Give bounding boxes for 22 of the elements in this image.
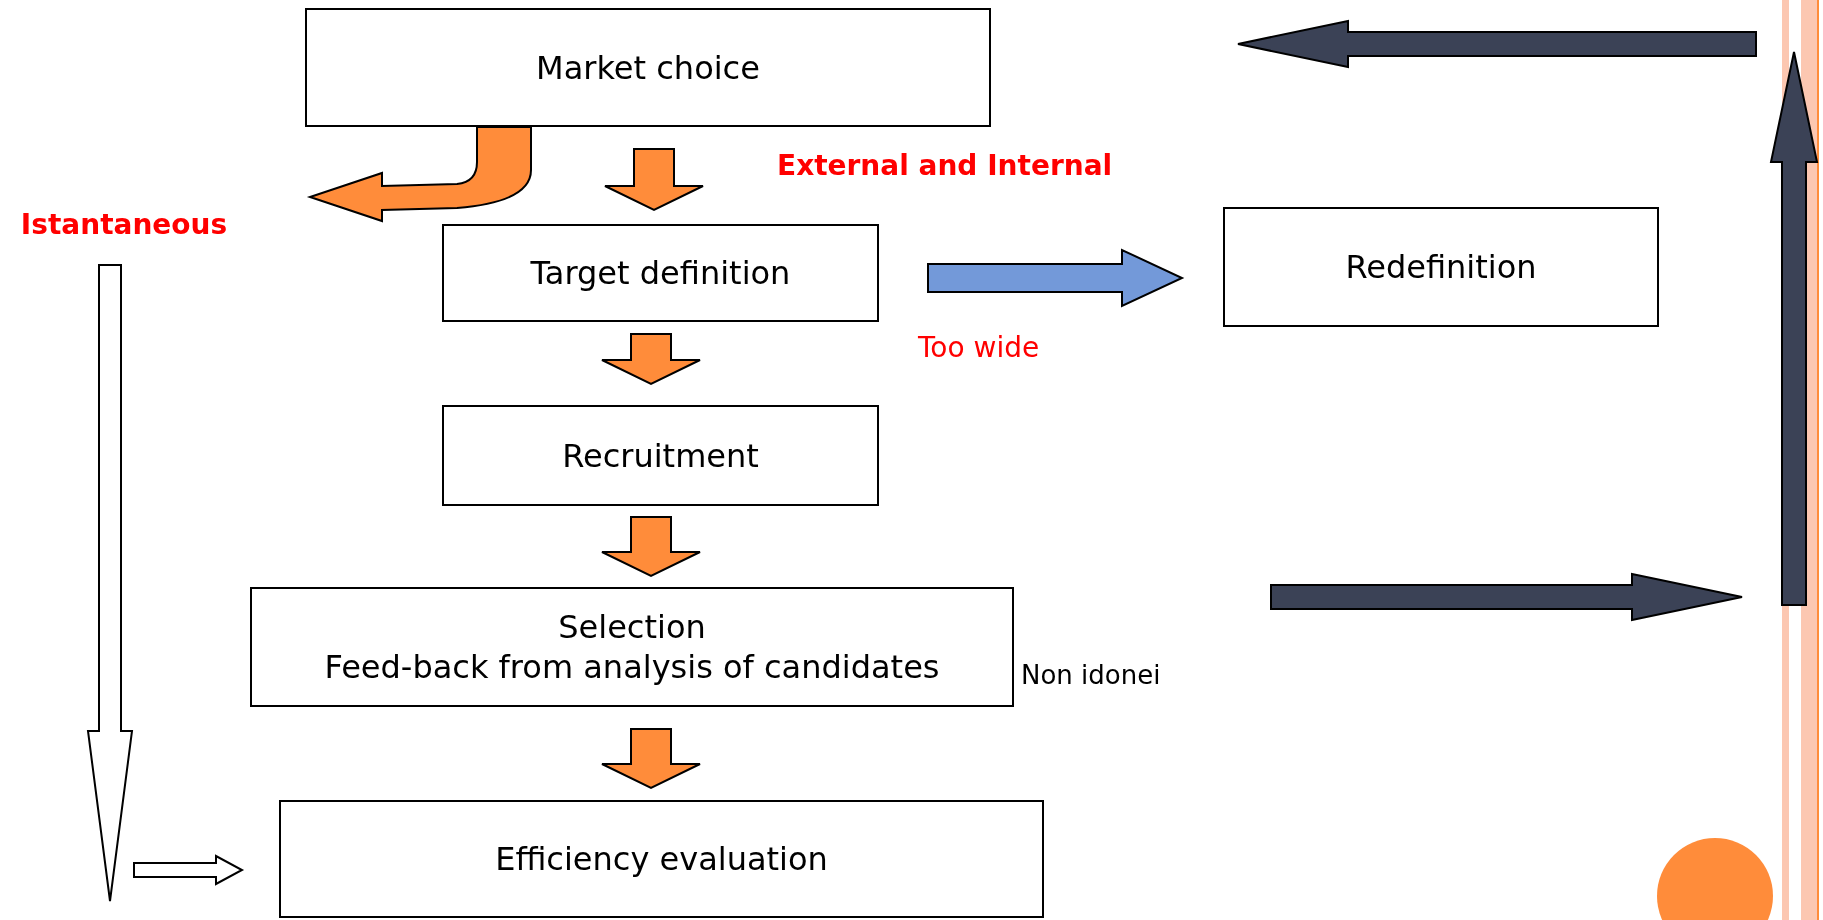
process-box bbox=[305, 8, 991, 127]
box-label: Selection bbox=[558, 607, 706, 647]
block-arrow bbox=[604, 148, 704, 212]
box-label: Feed-back from analysis of candidates bbox=[324, 647, 940, 687]
box-label: Redefinition bbox=[1345, 247, 1537, 287]
block-arrow bbox=[601, 333, 701, 386]
node-label: Istantaneous bbox=[20, 206, 228, 242]
process-box bbox=[250, 587, 1014, 707]
block-arrow bbox=[601, 728, 701, 790]
box-label: Target definition bbox=[530, 253, 791, 293]
block-arrow bbox=[309, 126, 532, 222]
process-box bbox=[279, 800, 1044, 918]
process-box bbox=[1223, 207, 1659, 327]
box-label: Efficiency evaluation bbox=[495, 839, 828, 879]
box-label: Recruitment bbox=[562, 435, 759, 476]
process-box bbox=[442, 224, 879, 322]
process-box bbox=[442, 405, 879, 506]
block-arrow bbox=[927, 248, 1185, 308]
block-arrow bbox=[601, 516, 701, 578]
block-arrow bbox=[133, 854, 245, 886]
block-arrow bbox=[86, 264, 134, 902]
box-label: Market choice bbox=[536, 47, 760, 88]
